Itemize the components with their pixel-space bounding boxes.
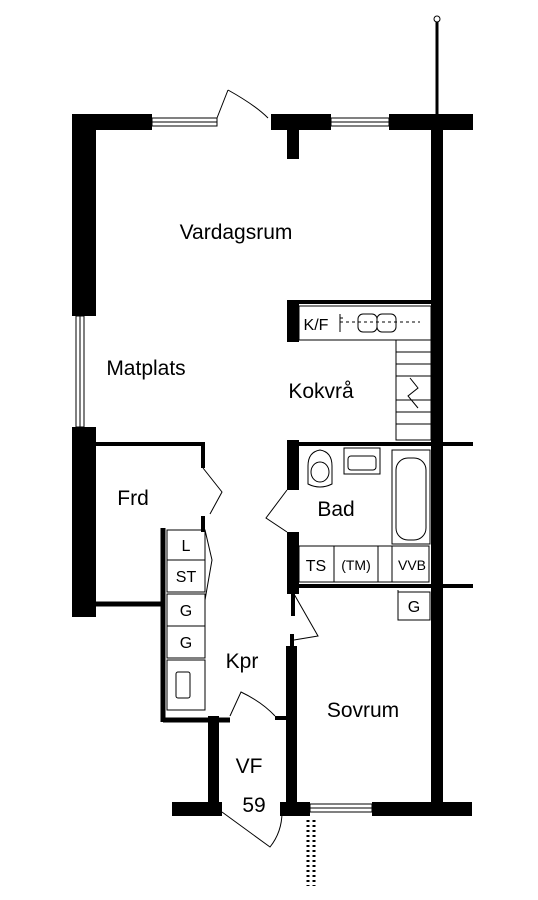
room-label-kpr: Kpr: [226, 650, 259, 673]
walls: [72, 114, 473, 816]
toilet-icon: [307, 449, 333, 488]
fixture-label-g3: G: [408, 599, 420, 616]
room-label-sovrum: Sovrum: [327, 699, 399, 722]
fixture-label-kf: K/F: [304, 317, 329, 334]
balcony-rail: [433, 15, 441, 114]
thin-walls: [96, 300, 473, 723]
fixture-label-st: ST: [176, 569, 197, 586]
kitchen-counter: [298, 305, 432, 441]
room-label-frd: Frd: [117, 487, 149, 510]
fixture-label-g2: G: [180, 635, 192, 652]
room-label-matplats: Matplats: [106, 357, 185, 380]
bathroom-fixtures: [298, 447, 431, 621]
bathtub-icon: [391, 449, 431, 545]
room-label-bad: Bad: [317, 498, 354, 521]
fixture-label-g1: G: [180, 603, 192, 620]
fixture-label-ts: TS: [306, 558, 326, 575]
fixture-label-tm: (TM): [341, 557, 371, 573]
hall-closet: [166, 529, 213, 711]
windows: [75, 117, 390, 813]
room-label-kokvra: Kokvrå: [288, 380, 354, 403]
fixture-label-vvb: VVB: [398, 557, 426, 573]
room-label-vf: VF: [236, 755, 263, 778]
sink-icon: [357, 313, 378, 333]
washbasin-icon: [343, 447, 381, 475]
room-label-vardagsrum: Vardagsrum: [180, 221, 293, 244]
doors: [202, 89, 319, 848]
fixture-label-l: L: [182, 538, 191, 555]
apartment-number: 59: [242, 794, 265, 817]
